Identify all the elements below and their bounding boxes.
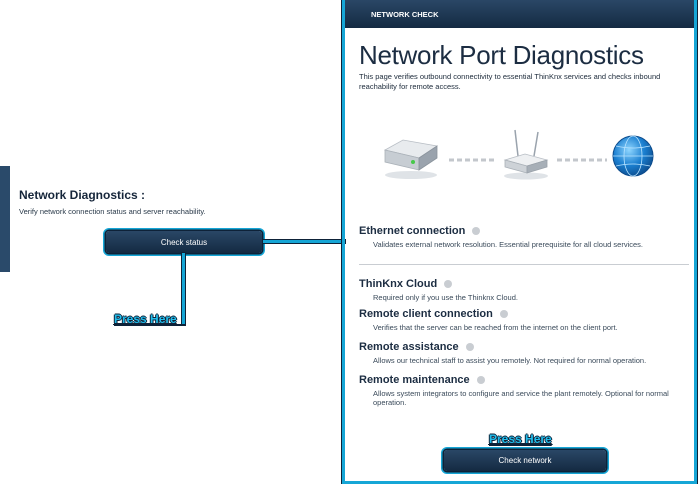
section-remote-maintenance: Remote maintenance Allows system integra… bbox=[359, 374, 693, 407]
connector-line bbox=[182, 253, 185, 325]
section-title: Remote maintenance bbox=[359, 374, 470, 386]
section-divider bbox=[359, 264, 689, 265]
section-description: Allows system integrators to configure a… bbox=[373, 389, 669, 407]
section-description: Validates external network resolution. E… bbox=[373, 240, 643, 249]
network-check-panel: NETWORK CHECK Network Port Diagnostics T… bbox=[341, 0, 698, 484]
check-network-button[interactable]: Check network bbox=[444, 450, 606, 471]
globe-icon bbox=[612, 135, 654, 177]
status-dot-icon bbox=[465, 343, 474, 351]
section-title: Ethernet connection bbox=[359, 225, 466, 237]
network-diagnostics-subtitle: Verify network connection status and ser… bbox=[19, 207, 206, 216]
connector-line bbox=[263, 240, 345, 243]
page-title: Network Port Diagnostics bbox=[359, 40, 644, 70]
network-illustration bbox=[383, 129, 654, 180]
section-thinknx-cloud: ThinKnx Cloud Required only if you use t… bbox=[359, 278, 693, 302]
left-accent-bar bbox=[0, 166, 10, 272]
status-dot-icon bbox=[476, 376, 485, 384]
section-title: Remote client connection bbox=[359, 308, 493, 320]
section-remote-assistance: Remote assistance Allows our technical s… bbox=[359, 341, 693, 365]
press-here-label: Press Here bbox=[114, 312, 177, 326]
section-description: Allows our technical staff to assist you… bbox=[373, 356, 647, 365]
router-icon bbox=[503, 129, 549, 180]
status-dot-icon bbox=[444, 280, 453, 288]
section-title: Remote assistance bbox=[359, 341, 459, 353]
section-description: Verifies that the server can be reached … bbox=[373, 323, 618, 332]
status-dot-icon bbox=[472, 227, 481, 235]
network-diagnostics-title: Network Diagnostics : bbox=[19, 188, 146, 202]
panel-header: NETWORK CHECK bbox=[345, 0, 694, 28]
server-icon bbox=[383, 139, 439, 179]
check-status-button[interactable]: Check status bbox=[106, 231, 262, 253]
section-remote-client-connection: Remote client connection Verifies that t… bbox=[359, 308, 693, 332]
status-dot-icon bbox=[499, 310, 508, 318]
press-here-label: Press Here bbox=[489, 432, 552, 446]
section-ethernet-connection: Ethernet connection Validates external n… bbox=[359, 225, 693, 249]
section-description: Required only if you use the Thinknx Clo… bbox=[373, 293, 518, 302]
page-intro: This page verifies outbound connectivity… bbox=[359, 72, 661, 91]
press-here-underline bbox=[114, 324, 185, 326]
section-title: ThinKnx Cloud bbox=[359, 278, 438, 290]
